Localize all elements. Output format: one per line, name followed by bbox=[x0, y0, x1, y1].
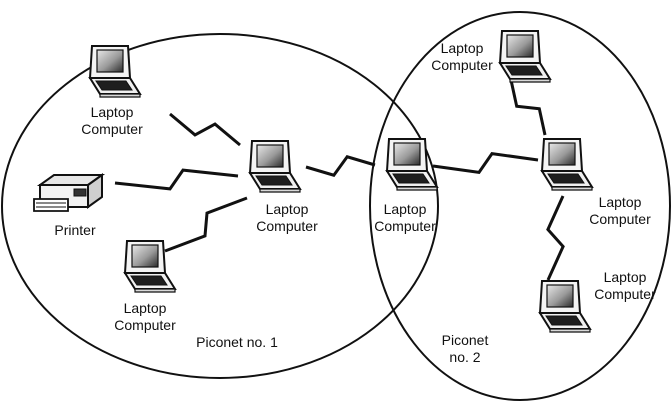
piconet-1-boundary bbox=[1, 33, 439, 379]
laptop-computer-icon bbox=[88, 45, 142, 98]
wireless-link-laptop-bridge-to-laptop-mid-right bbox=[432, 151, 539, 175]
laptop-computer-icon bbox=[498, 30, 552, 83]
printer-icon bbox=[33, 173, 106, 212]
laptop-computer-icon bbox=[385, 138, 439, 191]
laptop-computer-icon bbox=[538, 280, 592, 333]
wireless-link-printer-to-laptop-center-left bbox=[114, 168, 239, 191]
piconet-2-boundary bbox=[369, 11, 671, 401]
wireless-link-laptop-center-left-to-laptop-bridge bbox=[305, 155, 376, 177]
wireless-link-laptop-mid-right-to-laptop-bottom-right bbox=[546, 195, 565, 281]
printer-label: Printer bbox=[54, 222, 96, 238]
laptop-computer-icon bbox=[123, 240, 177, 293]
wireless-link-laptop-bottom-left-to-laptop-center-left bbox=[164, 196, 248, 253]
wireless-link-laptop-top-left-to-laptop-center-left bbox=[169, 112, 241, 147]
laptop-computer-icon bbox=[248, 140, 302, 193]
wireless-link-laptop-top-right-to-laptop-mid-right bbox=[509, 79, 547, 136]
laptop-computer-icon bbox=[540, 138, 594, 191]
piconet-1-label: Piconet no. 1 bbox=[196, 334, 278, 350]
